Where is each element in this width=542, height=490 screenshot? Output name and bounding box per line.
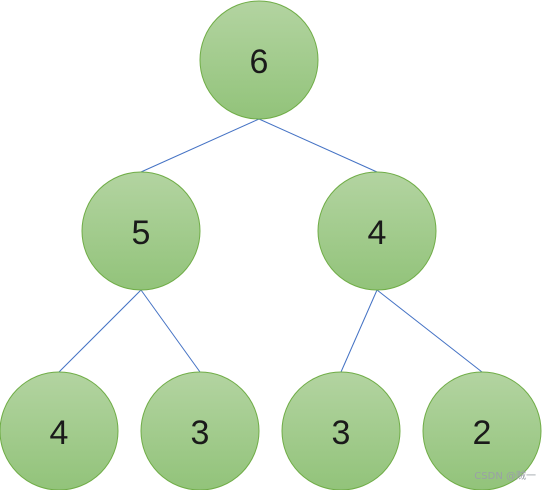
node-circle	[81, 171, 201, 291]
node-label: 6	[250, 43, 269, 81]
edge-right-to-right-left	[340, 289, 378, 373]
tree-node-right-right: 2	[422, 371, 542, 490]
tree-node-right-left: 3	[281, 371, 401, 490]
tree-node-left-left: 4	[0, 371, 119, 490]
tree-node-left-right: 3	[140, 371, 260, 490]
tree-node-root: 6	[199, 0, 319, 120]
edge-root-to-left	[140, 118, 260, 173]
node-label: 3	[191, 414, 210, 452]
node-label: 4	[50, 414, 69, 452]
edge-left-to-left-right	[140, 289, 201, 373]
node-label: 3	[332, 414, 351, 452]
node-circle	[0, 371, 119, 490]
tree-node-right: 4	[317, 171, 437, 291]
node-circle	[422, 371, 542, 490]
tree-node-left: 5	[81, 171, 201, 291]
edge-root-to-right	[258, 118, 378, 173]
watermark: CSDN @贼一	[474, 471, 536, 482]
edge-right-to-right-right	[376, 289, 483, 373]
node-circle	[317, 171, 437, 291]
node-label: 4	[368, 214, 387, 252]
node-label: 2	[473, 414, 492, 452]
edge-left-to-left-left	[58, 289, 142, 373]
node-circle	[140, 371, 260, 490]
node-circle	[199, 0, 319, 120]
edges-layer	[58, 118, 483, 373]
node-label: 5	[132, 214, 151, 252]
node-circle	[281, 371, 401, 490]
